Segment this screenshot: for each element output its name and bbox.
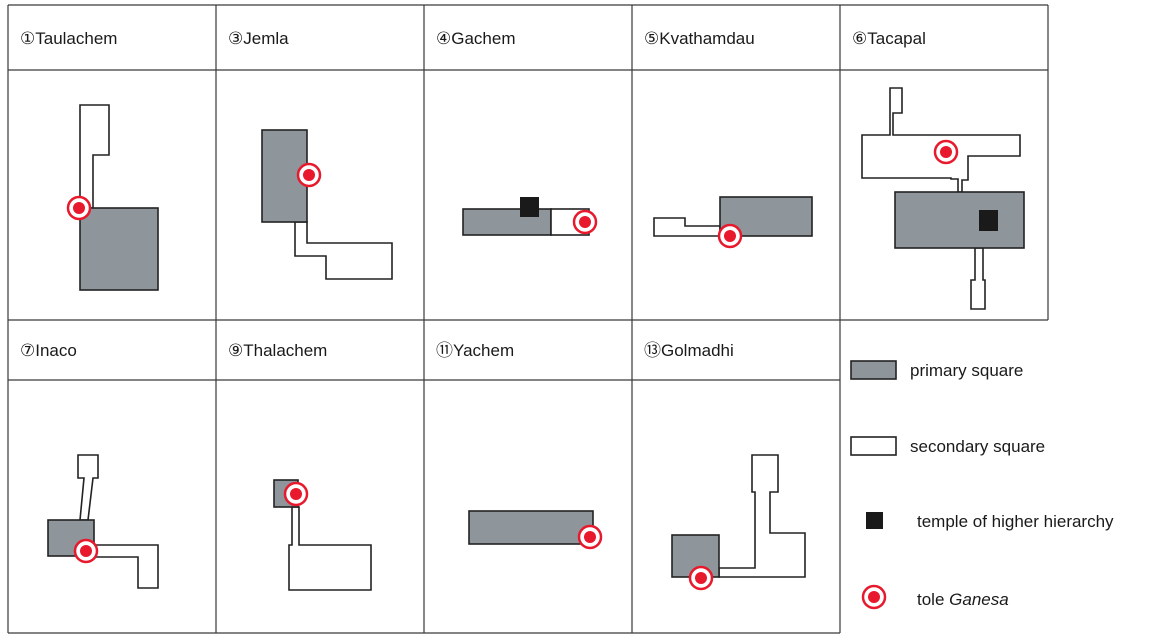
primary-square — [894, 191, 1025, 249]
secondary-square — [718, 454, 806, 578]
plan-jemla — [261, 129, 393, 280]
label-yachem: ⑪Yachem — [436, 341, 514, 360]
legend-secondary-swatch — [850, 436, 897, 456]
plan-inaco — [47, 454, 159, 589]
legend-secondary: secondary square — [850, 436, 1045, 456]
primary-square — [468, 510, 594, 545]
temple-marker — [520, 197, 539, 217]
plan-tacapal — [861, 87, 1025, 310]
label-golmadhi: ⑬Golmadhi — [644, 341, 734, 360]
legend-ganesa: tole Ganesa — [861, 584, 1009, 610]
grid — [7, 4, 1049, 634]
secondary-square — [288, 506, 372, 591]
legend-temple: temple of higher hierarchy — [866, 512, 1114, 531]
secondary-square — [93, 544, 159, 589]
legend-temple-swatch — [866, 512, 883, 529]
label-inaco: ⑦Inaco — [20, 341, 77, 360]
legend-primary-label: primary square — [910, 361, 1023, 380]
secondary-square — [653, 217, 721, 237]
legend-ganesa-label: tole Ganesa — [917, 590, 1009, 609]
legend: primary square secondary square temple o… — [850, 360, 1114, 610]
secondary-square — [861, 87, 1021, 193]
temple-marker — [979, 210, 998, 231]
ganesa-marker — [296, 162, 322, 188]
ganesa-marker — [717, 223, 743, 249]
legend-secondary-label: secondary square — [910, 437, 1045, 456]
label-jemla: ③Jemla — [228, 29, 289, 48]
legend-ganesa-icon — [861, 584, 887, 610]
ganesa-marker — [73, 538, 99, 564]
ganesa-marker — [283, 481, 309, 507]
plan-thalachem — [273, 479, 372, 591]
secondary-square — [294, 221, 393, 280]
plan-taulachem — [66, 104, 159, 291]
ganesa-marker — [572, 209, 598, 235]
legend-temple-label: temple of higher hierarchy — [917, 512, 1114, 531]
plan-kvathamdau — [653, 196, 813, 249]
plan-gachem — [462, 197, 598, 236]
label-gachem: ④Gachem — [436, 29, 516, 48]
label-taulachem: ①Taulachem — [20, 29, 117, 48]
plan-golmadhi — [671, 454, 806, 591]
label-kvathamdau: ⑤Kvathamdau — [644, 29, 755, 48]
secondary-square — [77, 454, 99, 521]
primary-square — [79, 207, 159, 291]
ganesa-marker — [688, 565, 714, 591]
label-tacapal: ⑥Tacapal — [852, 29, 926, 48]
legend-primary: primary square — [850, 360, 1023, 380]
ganesa-marker — [577, 524, 603, 550]
label-thalachem: ⑨Thalachem — [228, 341, 327, 360]
ganesa-marker — [933, 139, 959, 165]
secondary-square — [970, 247, 986, 310]
legend-primary-swatch — [850, 360, 897, 380]
ganesa-marker — [66, 195, 92, 221]
secondary-square — [79, 104, 110, 209]
plan-yachem — [468, 510, 603, 550]
